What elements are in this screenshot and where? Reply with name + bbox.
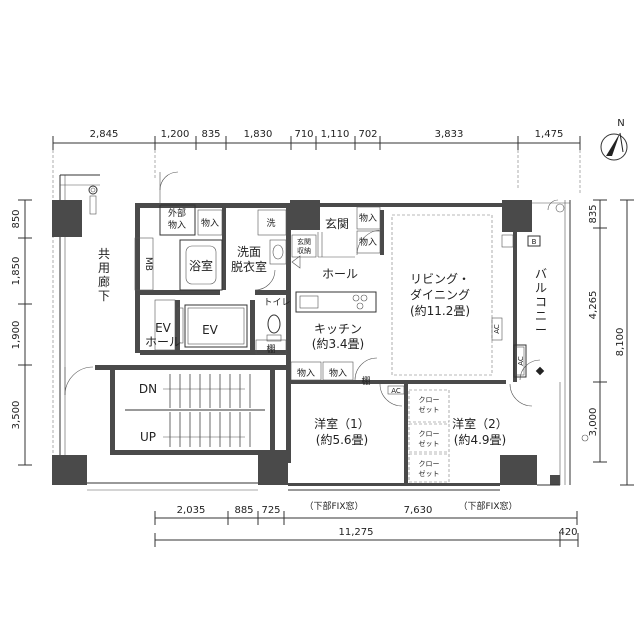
ev-hall-line1: EV [155, 321, 172, 335]
corridor-char-3: 廊 [98, 274, 110, 289]
top-dim-5: 710 [294, 129, 313, 140]
balcony-char-1: バ [535, 267, 547, 281]
living-ac-label: AC [493, 324, 501, 334]
living-line2: ダイニング [410, 287, 470, 302]
closet2-line1: クロー [419, 430, 440, 438]
stairs-down-label: DN [139, 382, 157, 396]
stair-treads [169, 374, 251, 447]
bottom-dim-3: 725 [261, 505, 280, 516]
corridor-char-1: 共 [98, 247, 110, 261]
corridor-char-2: 用 [98, 261, 110, 275]
balcony-ac-label: AC [517, 356, 525, 366]
ev-label: EV [202, 323, 219, 337]
bath-label: 浴室 [189, 258, 213, 273]
stairs-up-label: UP [140, 430, 156, 444]
top-dim-2: 1,200 [161, 129, 190, 140]
bedrooms: 洋室（1） (約5.6畳) 洋室（2） (約4.9畳) クロー ゼット クロー … [314, 382, 561, 485]
left-dim-2: 1,850 [11, 257, 22, 286]
right-dim-total: 8,100 [615, 328, 626, 357]
toilet-label: トイレ [263, 298, 290, 308]
top-dim-7: 702 [358, 129, 377, 140]
shelf-toilet: 棚 [266, 343, 275, 355]
right-dim-2: 4,265 [588, 291, 599, 320]
top-dim-9: 1,475 [535, 129, 564, 140]
living-dining: リビング・ ダイニング (約11.2畳) AC [391, 214, 514, 376]
storage-kitchen-2: 物入 [329, 367, 347, 379]
closet1-line1: クロー [419, 396, 440, 404]
bottom-dim-4: 7,630 [404, 505, 433, 516]
balcony: バ ル コ ニ ー B AC [513, 199, 589, 485]
ev-hall-line2: ホール [145, 335, 181, 349]
bottom-dim-1: 2,035 [177, 505, 206, 516]
north-arrow-icon [606, 133, 620, 156]
kitchen-line2: (約3.4畳) [312, 336, 364, 351]
bottom-dim-total: 11,275 [339, 527, 374, 538]
kitchen-line1: キッチン [314, 322, 362, 336]
top-dimension-line: 2,845 1,200 835 1,830 710 1,110 702 3,83… [52, 129, 581, 485]
left-dim-3: 1,900 [11, 321, 22, 350]
right-dimension-lines: 835 4,265 3,000 8,100 [588, 199, 634, 486]
outdoor-storage-line2: 物入 [168, 219, 186, 231]
kitchen-ac-label: AC [391, 387, 401, 395]
right-dim-1: 835 [588, 204, 599, 223]
storage-entrance-1: 物入 [359, 212, 377, 224]
closet1-line2: ゼット [419, 405, 440, 414]
b-label: B [532, 238, 537, 246]
bedroom1-line2: (約5.6畳) [316, 432, 368, 447]
balcony-char-3: コ [535, 295, 547, 309]
storage-top-left: 物入 [201, 217, 219, 229]
entrance-label: 玄関 [325, 216, 349, 231]
living-line1: リビング・ [410, 272, 470, 286]
top-dim-4: 1,830 [244, 129, 273, 140]
bottom-dim-extra: 420 [558, 527, 577, 538]
outdoor-storage-line1: 外部 [168, 207, 186, 219]
balcony-char-2: ル [535, 281, 547, 295]
window-note-1: （下部FIX窓） [305, 500, 364, 512]
kitchen: キッチン (約3.4畳) 物入 物入 棚 AC [290, 291, 405, 395]
balcony-char-4: ニ [535, 309, 547, 323]
mb-label: MB [143, 257, 153, 271]
entrance-storage-line2: 収納 [297, 246, 311, 255]
bottom-dim-2: 885 [234, 505, 253, 516]
washroom-line2: 脱衣室 [231, 259, 267, 274]
ev-area: EV ホール EV トイレ 棚 [145, 298, 291, 355]
columns [52, 200, 560, 485]
washroom-line1: 洗面 [237, 245, 261, 259]
storage-entrance-2: 物入 [359, 236, 377, 248]
top-dim-3: 835 [201, 129, 220, 140]
left-dim-4: 3,500 [11, 401, 22, 430]
bath-and-wash: 浴室 洗面 脱衣室 ホール [179, 239, 358, 291]
bottom-dimension-lines: 2,035 885 725 7,630 （下部FIX窓） （下部FIX窓） 11… [154, 500, 579, 547]
left-dimension-line: 850 1,850 1,900 3,500 [11, 199, 32, 466]
balcony-char-5: ー [535, 323, 547, 337]
bedroom2-line1: 洋室（2） [452, 416, 508, 431]
right-dim-3: 3,000 [588, 408, 599, 437]
bedroom2-line2: (約4.9畳) [454, 432, 506, 447]
living-line3: (約11.2畳) [410, 303, 470, 318]
entrance-storage-line1: 玄関 [297, 237, 311, 246]
window-note-2: （下部FIX窓） [459, 500, 518, 512]
stairwell: DN UP [95, 365, 286, 455]
hall-label: ホール [322, 267, 358, 281]
closet3-line1: クロー [419, 460, 440, 468]
north-compass: N [600, 118, 628, 161]
top-rooms: 外部 物入 物入 洗 MB 玄関 物入 物入 玄関 収納 [134, 171, 383, 291]
top-dim-6: 1,110 [321, 129, 350, 140]
storage-kitchen-1: 物入 [297, 367, 315, 379]
left-dim-1: 850 [11, 209, 22, 228]
shelf-kitchen: 棚 [361, 375, 370, 387]
compass-label: N [617, 118, 624, 129]
bedroom1-line1: 洋室（1） [314, 416, 370, 431]
closet3-line2: ゼット [419, 469, 440, 478]
top-dim-1: 2,845 [90, 129, 119, 140]
closet2-line2: ゼット [419, 439, 440, 448]
unit-walls [87, 203, 560, 491]
top-dim-8: 3,833 [435, 129, 464, 140]
corridor-char-4: 下 [98, 289, 110, 303]
wash-label: 洗 [266, 217, 275, 229]
